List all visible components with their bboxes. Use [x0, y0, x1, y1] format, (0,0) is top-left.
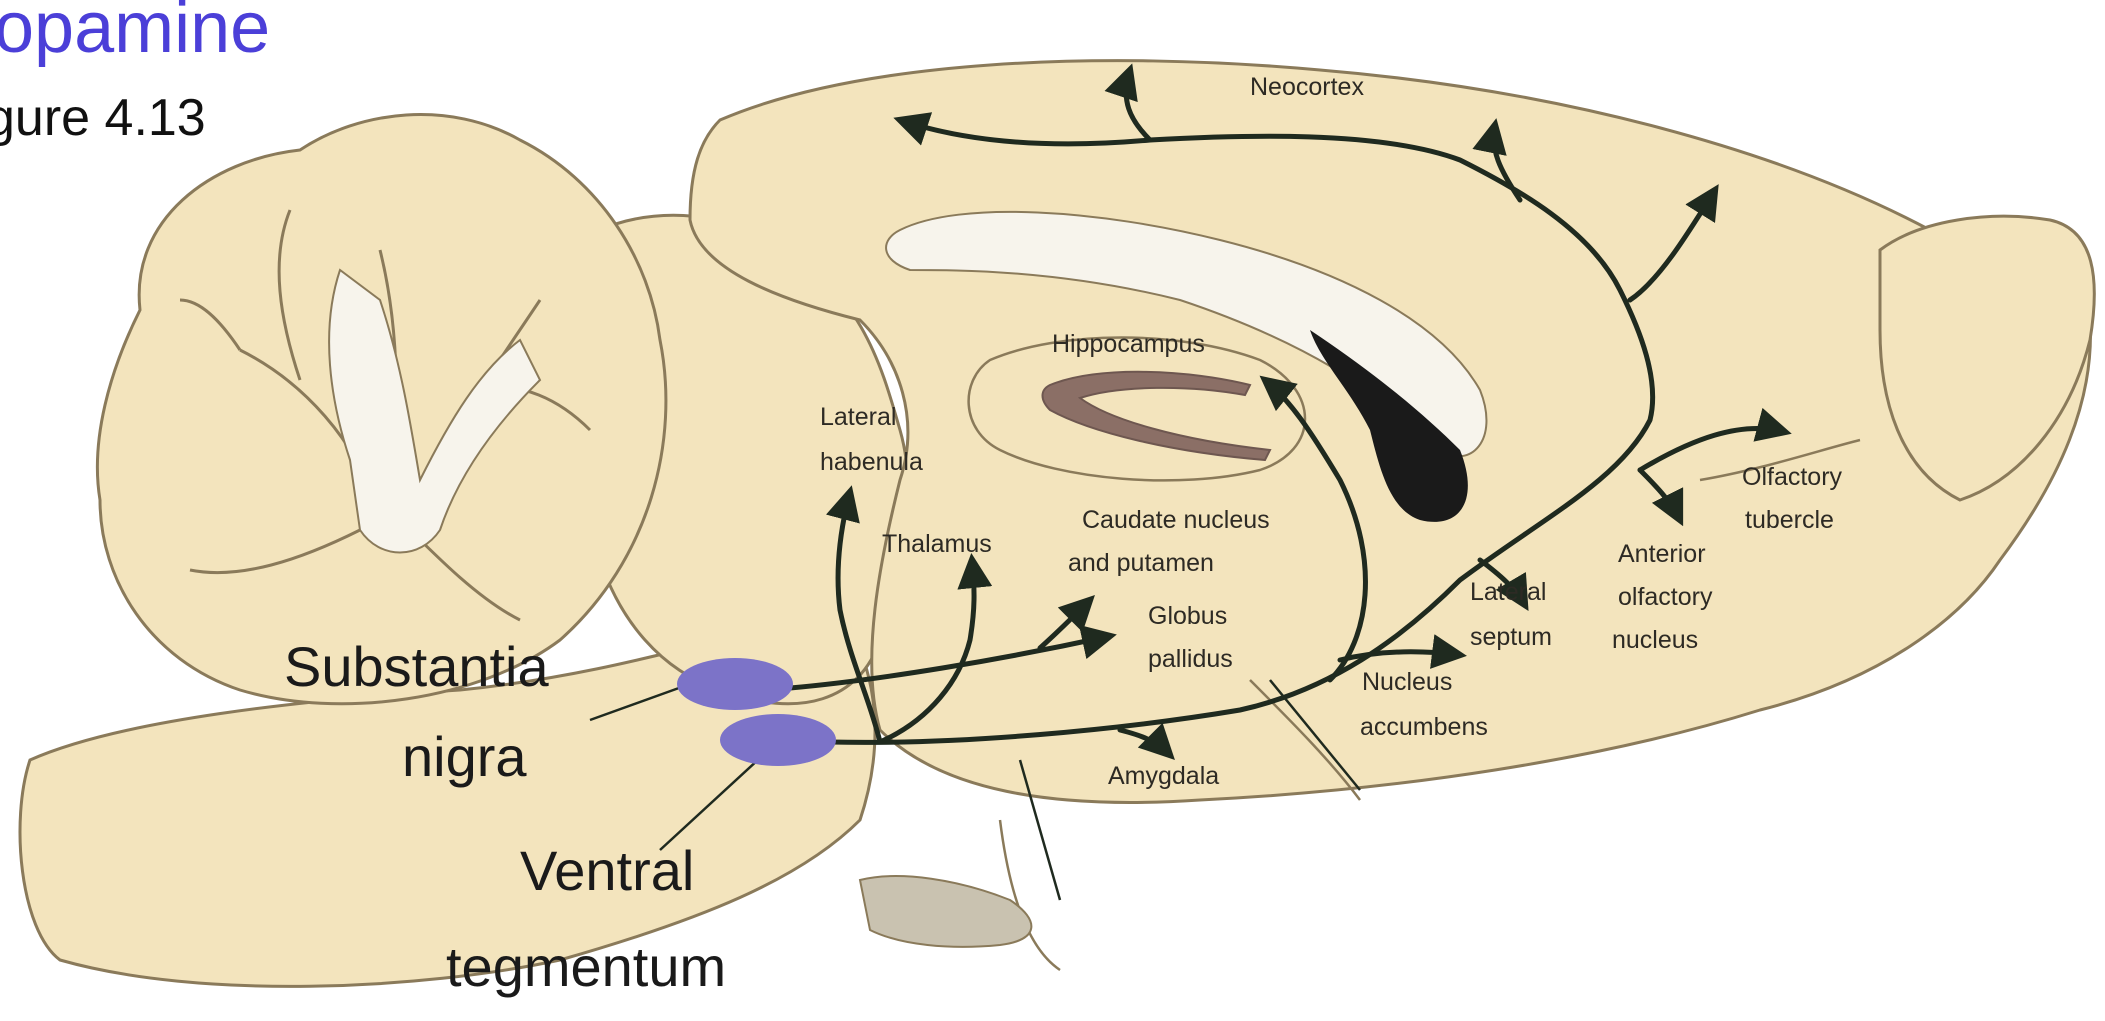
- label-anterior-olfactory-2: olfactory: [1618, 583, 1713, 611]
- label-caudate-1: Caudate nucleus: [1082, 506, 1270, 534]
- ventral-tegmentum-nucleus: [720, 714, 836, 766]
- label-olfactory-tubercle-1: Olfactory: [1742, 463, 1843, 491]
- label-substantia: Substantia: [284, 636, 549, 698]
- label-lateral-septum-1: Lateral: [1470, 578, 1546, 606]
- page-title: opamine: [0, 0, 270, 68]
- label-lateral-habenula-1: Lateral: [820, 403, 896, 431]
- label-lateral-habenula-2: habenula: [820, 448, 923, 476]
- label-neocortex: Neocortex: [1250, 73, 1364, 101]
- label-anterior-olfactory-3: nucleus: [1612, 626, 1698, 654]
- label-thalamus: Thalamus: [882, 530, 992, 558]
- label-caudate-2: and putamen: [1068, 549, 1214, 577]
- label-hippocampus: Hippocampus: [1052, 330, 1205, 358]
- label-nigra: nigra: [402, 726, 527, 788]
- label-lateral-septum-2: septum: [1470, 623, 1552, 651]
- label-anterior-olfactory-1: Anterior: [1618, 540, 1706, 568]
- pituitary-region: [860, 876, 1031, 947]
- label-nucleus-accumbens-1: Nucleus: [1362, 668, 1452, 696]
- label-nucleus-accumbens-2: accumbens: [1360, 713, 1488, 741]
- label-globus-1: Globus: [1148, 602, 1227, 630]
- label-olfactory-tubercle-2: tubercle: [1745, 506, 1834, 534]
- figure-caption: gure 4.13: [0, 88, 206, 148]
- label-tegmentum: tegmentum: [446, 936, 726, 998]
- substantia-nigra-nucleus: [677, 658, 793, 710]
- label-ventral: Ventral: [520, 840, 694, 902]
- label-amygdala: Amygdala: [1108, 762, 1219, 790]
- label-globus-2: pallidus: [1148, 645, 1233, 673]
